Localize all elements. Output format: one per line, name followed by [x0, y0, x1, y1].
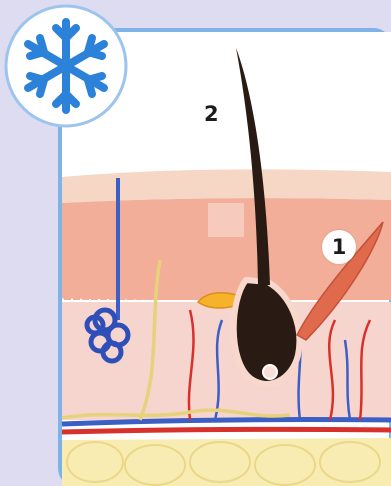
epidermis-layer [62, 169, 391, 203]
hair-papilla [263, 365, 277, 379]
artery-horizontal [62, 429, 391, 432]
watermark-mark [208, 203, 244, 237]
label-hair: 2 [204, 104, 219, 125]
label-muscle: 1 [322, 230, 356, 264]
snowflake-badge [6, 6, 126, 126]
